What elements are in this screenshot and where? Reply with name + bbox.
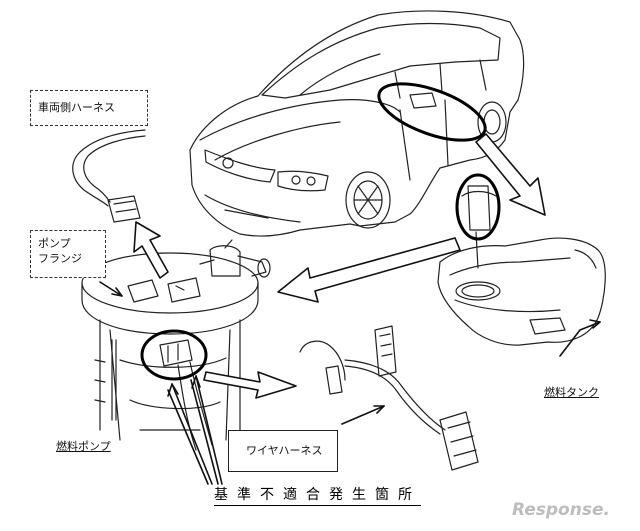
fuel-tank-label: 燃料タンク xyxy=(544,386,599,399)
arrow-pump-to-harness xyxy=(203,371,297,399)
pump-flange-label: ポンプ フランジ xyxy=(38,236,82,266)
vehicle-harness-drawing xyxy=(72,129,146,223)
fuel-pump-label: 燃料ポンプ xyxy=(56,440,111,453)
defect-pointer-1 xyxy=(167,383,213,485)
tank-highlight-ellipse xyxy=(455,173,501,241)
defect-location-title: 基準不適合発生箇所 xyxy=(214,484,421,506)
arrows xyxy=(99,133,601,485)
pump-flange-label-line1: ポンプ xyxy=(38,237,71,250)
pump-highlight-ellipse xyxy=(140,329,208,381)
brand-watermark-logo: Response. xyxy=(512,500,610,520)
pump-flange-label-line2: フランジ xyxy=(38,252,82,265)
arrow-flange-to-vehicle-harness xyxy=(133,221,169,279)
wire-harness-label: ワイヤハーネス xyxy=(246,444,323,457)
vehicle-harness-label-box xyxy=(30,90,148,126)
car-drawing xyxy=(189,10,525,237)
tank-pump-detail xyxy=(461,185,497,269)
pump-flange-label-box xyxy=(30,230,106,278)
arrow-to-tank-label xyxy=(559,321,601,357)
vehicle-harness-label: 車両側ハーネス xyxy=(38,101,115,114)
brand-watermark-text: Response. xyxy=(512,500,610,520)
fuel-pump-drawing xyxy=(81,239,271,451)
arrow-to-flange-label xyxy=(99,281,123,297)
arrow-tank-to-pump xyxy=(277,237,461,303)
car-highlight-ellipse xyxy=(377,82,487,142)
defect-pointer-2 xyxy=(190,375,223,485)
wire-harness-label-box xyxy=(228,430,338,472)
arrow-car-to-tank xyxy=(475,133,546,216)
arrow-to-wire-harness-connector xyxy=(341,405,385,425)
fuel-tank-drawing xyxy=(437,237,606,346)
wire-harness-drawing xyxy=(299,325,479,471)
